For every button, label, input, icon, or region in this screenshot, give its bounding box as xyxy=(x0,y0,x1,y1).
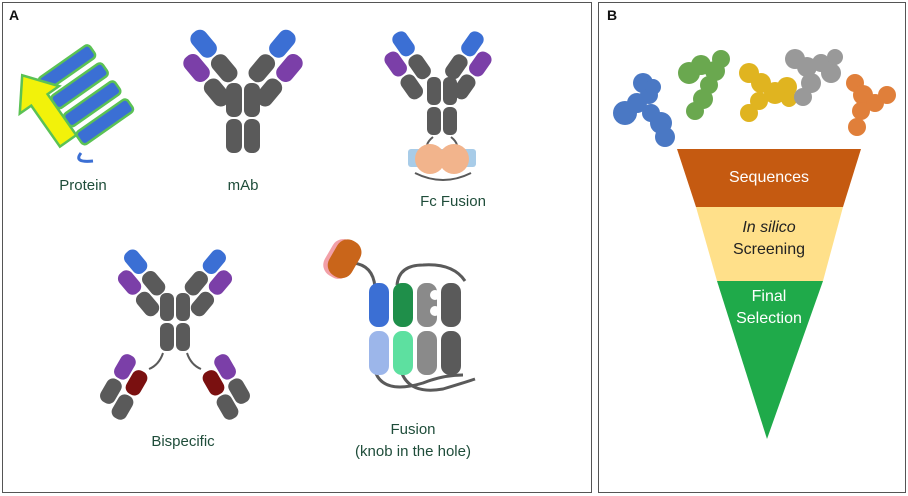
mab-icon xyxy=(183,29,303,153)
funnel-label-final: Final xyxy=(751,288,787,305)
funnel-label-selection: Selection xyxy=(736,310,802,327)
funnel-stage-selection xyxy=(717,281,823,439)
caption-protein: Protein xyxy=(59,177,107,194)
caption-mab: mAb xyxy=(227,177,259,194)
antibody-structure-yellow-icon xyxy=(739,63,797,122)
fusion-knob-hole-icon xyxy=(323,239,476,392)
antibody-structure-blue-icon xyxy=(613,73,675,147)
funnel-label-in-silico: In silico xyxy=(742,219,796,236)
antibody-structure-orange-icon xyxy=(846,74,896,136)
caption-knob-in-the-hole: (knob in the hole) xyxy=(355,443,471,460)
protein-icon xyxy=(18,44,135,163)
panel-a-letter: A xyxy=(9,7,20,23)
panel-a-illustration xyxy=(18,29,492,420)
antibody-structure-gray-icon xyxy=(785,49,843,106)
panel-b: B xyxy=(598,2,906,493)
caption-bispecific: Bispecific xyxy=(151,433,215,450)
antibody-structure-green-icon xyxy=(678,50,730,120)
funnel-label-screening: Screening xyxy=(732,241,806,258)
funnel-stage-sequences xyxy=(677,149,861,207)
funnel-label-sequences: Sequences xyxy=(728,169,810,186)
caption-fusion: Fusion xyxy=(390,421,436,438)
fc-fusion-icon xyxy=(384,31,492,181)
funnel-stage-screening xyxy=(696,207,843,281)
panel-b-letter: B xyxy=(607,7,618,23)
bispecific-icon xyxy=(100,249,250,420)
panel-a: A xyxy=(2,2,592,493)
panel-b-illustration xyxy=(613,49,896,439)
caption-fc-fusion: Fc Fusion xyxy=(420,193,486,210)
